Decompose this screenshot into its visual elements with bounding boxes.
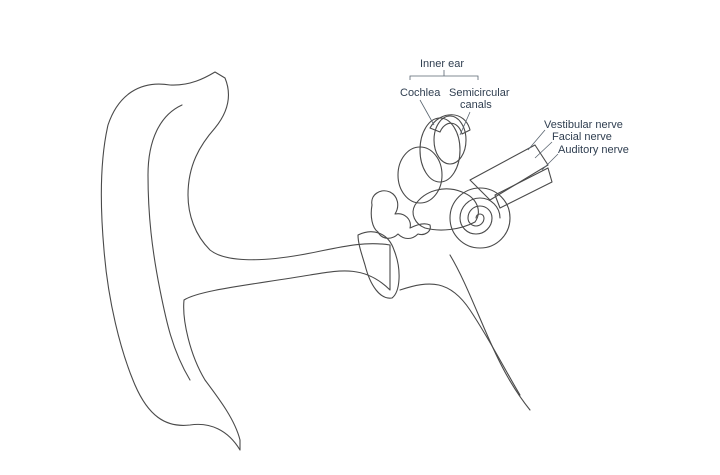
label-facial-nerve: Facial nerve: [552, 131, 612, 143]
semicircular-canal-band: [429, 114, 471, 135]
leader-vestibular: [527, 129, 546, 151]
label-inner-ear: Inner ear: [420, 58, 464, 70]
leader-semicircular: [459, 111, 471, 136]
cochlea-spiral: [459, 197, 501, 235]
vestibule: [412, 188, 479, 231]
leader-auditory: [541, 153, 559, 171]
semicircular-canal-posterior: [419, 117, 461, 183]
pinna-fold: [147, 104, 191, 381]
outer-ear: [100, 71, 391, 451]
ossicles: [370, 190, 431, 240]
label-semicircular-2: canals: [460, 99, 492, 111]
label-vestibular-nerve: Vestibular nerve: [544, 119, 623, 131]
cochlea: [449, 187, 511, 249]
label-cochlea: Cochlea: [400, 87, 441, 99]
semicircular-canal-lateral: [433, 115, 467, 165]
leader-cochlea: [419, 99, 435, 126]
inner-ear-bracket: [409, 70, 479, 80]
leader-facial: [534, 141, 553, 159]
eardrum: [357, 231, 400, 299]
label-semicircular-1: Semicircular: [449, 87, 510, 99]
eustachian-tube: [399, 283, 521, 396]
label-auditory-nerve: Auditory nerve: [558, 144, 629, 156]
auditory-nerve-shape: [494, 167, 553, 209]
nerve-bundle: [469, 144, 549, 201]
eustachian-tube-lower: [449, 254, 531, 411]
